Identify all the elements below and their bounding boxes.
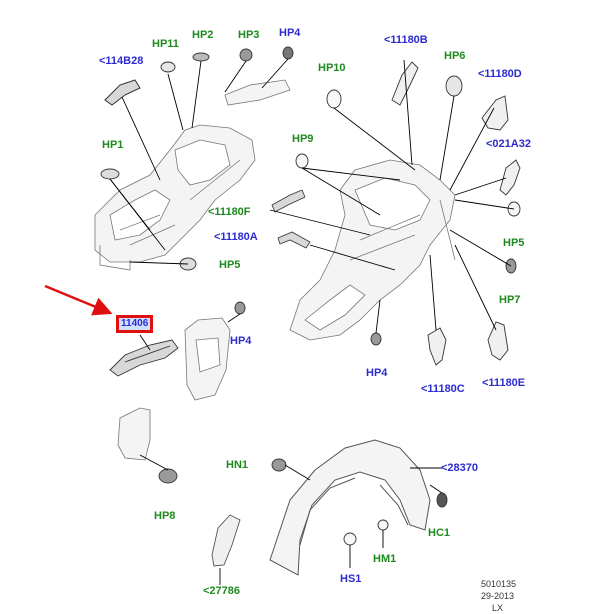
label-hp8: HP8 — [154, 510, 176, 522]
label-114b28: <114B28 — [99, 55, 144, 67]
left-body-side-panel — [94, 124, 256, 271]
label-hp10: HP10 — [318, 62, 346, 74]
part-27786 — [211, 514, 241, 567]
label-28370: <28370 — [441, 462, 479, 474]
grommet-hp4-low — [370, 332, 382, 346]
part-11180b — [391, 61, 419, 106]
label-hp2: HP2 — [192, 29, 214, 41]
label-hp4-mid: HP4 — [230, 335, 252, 347]
label-hp5-left: HP5 — [219, 259, 241, 271]
grommet-hp6 — [445, 75, 463, 97]
leader-lines — [109, 58, 515, 585]
lower-panel-hp8 — [117, 407, 151, 461]
grommet-hp4-mid — [234, 301, 246, 315]
label-11180a: <11180A — [214, 231, 258, 243]
label-27786: <27786 — [203, 585, 241, 597]
grommet-hp4-top — [282, 46, 294, 60]
footer-suffix: LX — [492, 603, 504, 613]
highlighted-part-label: 11406 — [119, 318, 151, 330]
part-11180e — [487, 321, 509, 361]
label-11180c: <11180C — [421, 383, 465, 395]
part-021a32 — [499, 159, 521, 196]
label-hp3: HP3 — [238, 29, 260, 41]
part-11180d — [481, 95, 509, 131]
label-hp4-low: HP4 — [366, 367, 388, 379]
grommet-hp1 — [100, 168, 120, 180]
label-hc1: HC1 — [428, 527, 451, 539]
highlighted-part-number[interactable]: 11406 — [116, 315, 154, 333]
rear-quarter-inner-panel — [184, 317, 231, 401]
trim-strip-11180f — [271, 189, 306, 213]
trim-strip-11180a — [277, 231, 311, 249]
label-hp1: HP1 — [102, 139, 124, 151]
label-hp11: HP11 — [152, 38, 179, 50]
label-11180b: <11180B — [384, 34, 428, 46]
label-11180e: <11180E — [482, 377, 526, 389]
label-11180d: <11180D — [478, 68, 522, 80]
clip-hs1 — [343, 532, 357, 546]
label-hp5-right: HP5 — [503, 237, 525, 249]
part-11406 — [109, 339, 179, 377]
grommet-hp9 — [295, 153, 309, 169]
label-hp4-top: HP4 — [279, 27, 301, 39]
part-11180c — [427, 327, 447, 366]
label-021a32: <021A32 — [486, 138, 531, 150]
label-hm1: HM1 — [373, 553, 397, 565]
grommet-hp10 — [326, 89, 342, 109]
grommet-hp8 — [158, 468, 178, 484]
red-pointer-arrow — [44, 284, 113, 316]
grommet-hp11 — [160, 61, 176, 73]
label-hn1: HN1 — [226, 459, 249, 471]
label-hp9: HP9 — [292, 133, 314, 145]
clip-hm1 — [377, 519, 389, 531]
grommet-hp2 — [192, 52, 210, 62]
footer-code: 5010135 — [481, 579, 517, 589]
clip-hn1 — [271, 458, 287, 472]
grommet-hp3 — [239, 48, 253, 62]
label-hp6: HP6 — [444, 50, 466, 62]
clip-hc1 — [436, 492, 448, 508]
footer-date: 29-2013 — [481, 591, 515, 601]
upper-bracket-part — [224, 79, 291, 106]
wheel-arch-liner — [269, 439, 431, 576]
rear-body-frame — [289, 159, 456, 341]
label-hp7: HP7 — [499, 294, 521, 306]
bracket-114b28 — [104, 79, 141, 106]
label-11180f: <11180F — [208, 206, 251, 218]
label-hs1: HS1 — [340, 573, 362, 585]
